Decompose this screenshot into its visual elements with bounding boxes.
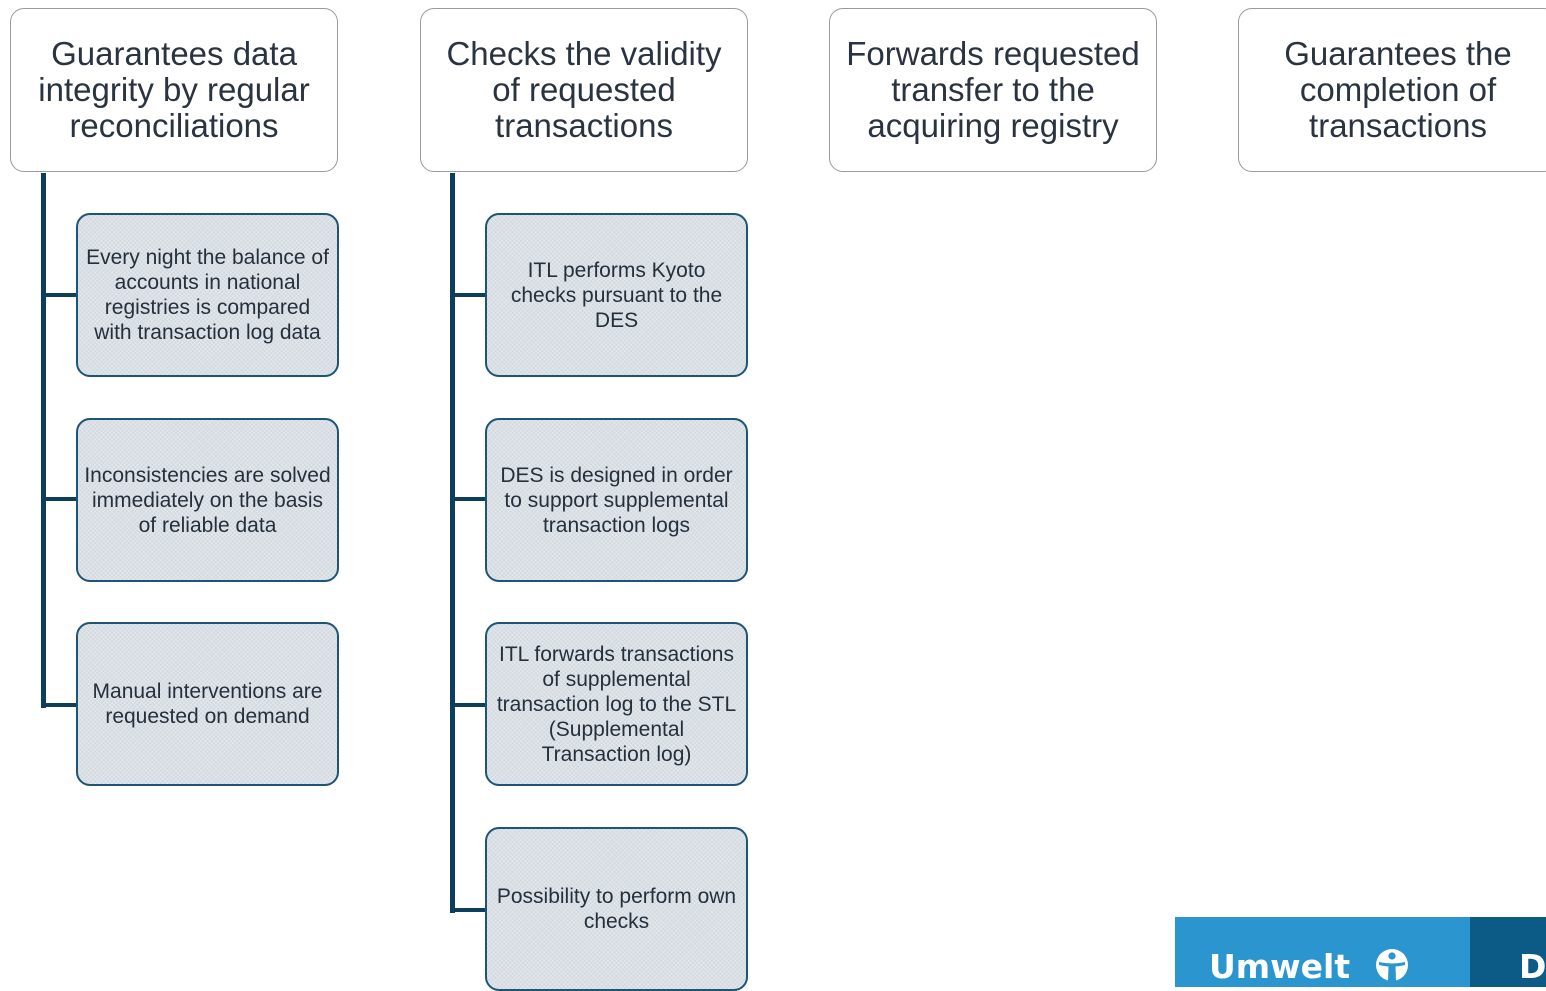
detail-box-2-3: ITL forwards transactions of supplementa… [485,622,748,786]
detail-box-2-4-text: Possibility to perform own checks [496,885,737,933]
column-header-3-text: Forwards requested transfer to the acqui… [846,35,1140,144]
umwelt-logo: Umwelt D [1175,917,1546,987]
detail-box-2-2-text: DES is designed in order to support supp… [500,463,733,537]
column-header-4-text: Guarantees the completion of transaction… [1284,35,1512,144]
logo-dark-panel [1470,917,1546,987]
detail-box-1-1-text: Every night the balance of accounts in n… [86,246,329,344]
detail-box-1-1: Every night the balance of accounts in n… [76,213,339,377]
detail-box-2-1: ITL performs Kyoto checks pursuant to th… [485,213,748,377]
column-header-1-text: Guarantees data integrity by regular rec… [38,35,310,144]
detail-box-1-3-text: Manual interventions are requested on de… [92,680,323,728]
person-globe-icon [1376,949,1408,981]
detail-box-1-2-text: Inconsistencies are solved immediately o… [84,463,331,537]
logo-letter: D [1519,947,1546,986]
connector-branch-1-2 [41,497,77,501]
connector-trunk-1 [41,173,46,708]
connector-branch-2-2 [450,497,487,501]
column-header-1: Guarantees data integrity by regular rec… [10,8,338,172]
detail-box-1-2: Inconsistencies are solved immediately o… [76,418,339,582]
logo-blue-panel [1175,917,1470,987]
connector-branch-1-3 [41,703,77,707]
column-header-2-text: Checks the validity of requested transac… [446,35,722,144]
connector-branch-2-4 [450,908,487,912]
connector-trunk-2 [450,173,455,913]
column-header-4: Guarantees the completion of transaction… [1238,8,1546,172]
logo-word: Umwelt [1209,947,1351,986]
column-header-2: Checks the validity of requested transac… [420,8,748,172]
detail-box-2-3-text: ITL forwards transactions of supplementa… [496,642,737,766]
connector-branch-2-1 [450,293,487,297]
detail-box-2-2: DES is designed in order to support supp… [485,418,748,582]
detail-box-2-4: Possibility to perform own checks [485,827,748,991]
detail-box-2-1-text: ITL performs Kyoto checks pursuant to th… [510,258,723,332]
connector-branch-1-1 [41,293,77,297]
connector-branch-2-3 [450,703,487,707]
column-header-3: Forwards requested transfer to the acqui… [829,8,1157,172]
detail-box-1-3: Manual interventions are requested on de… [76,622,339,786]
